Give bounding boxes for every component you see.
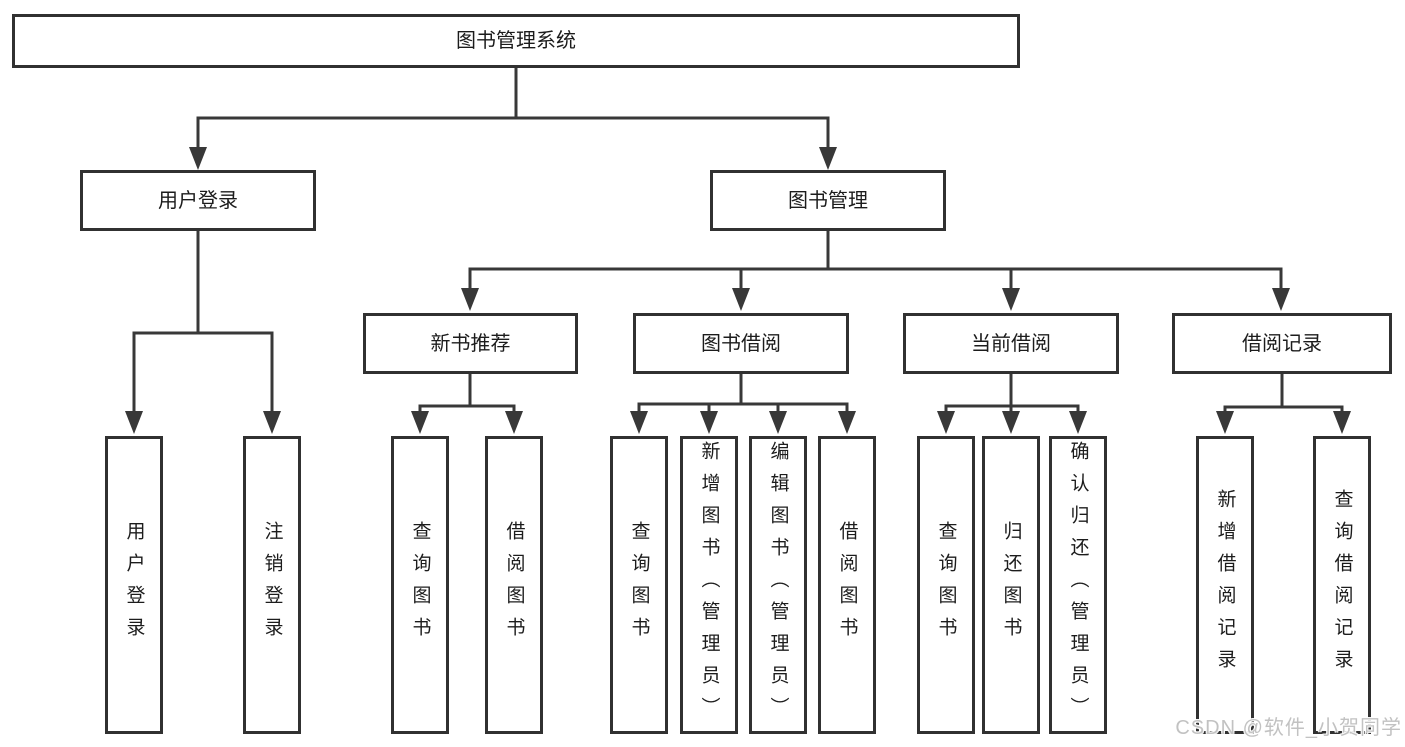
node-label: 图书管理系统: [456, 30, 576, 52]
node-root-library-system: 图书管理系统: [12, 14, 1020, 68]
leaf-current-confirm-return-admin: 确认归还（管理员）: [1049, 436, 1107, 734]
leaf-user-login: 用户登录: [105, 436, 163, 734]
node-book-management: 图书管理: [710, 170, 946, 231]
node-label: 当前借阅: [971, 332, 1051, 355]
leaf-recommend-borrow-book: 借阅图书: [485, 436, 543, 734]
leaf-current-query-book: 查询图书: [917, 436, 975, 734]
node-label: 查询图书: [409, 521, 431, 649]
leaf-logout-login: 注销登录: [243, 436, 301, 734]
leaf-borrow-query-book: 查询图书: [610, 436, 668, 734]
leaf-borrow-edit-book-admin: 编辑图书（管理员）: [749, 436, 807, 734]
node-new-book-recommend: 新书推荐: [363, 313, 578, 374]
leaf-borrow-add-book-admin: 新增图书（管理员）: [680, 436, 738, 734]
node-user-login: 用户登录: [80, 170, 316, 231]
leaf-recommend-query-book: 查询图书: [391, 436, 449, 734]
node-label: 查询图书: [935, 521, 957, 649]
leaf-borrow-borrow-book: 借阅图书: [818, 436, 876, 734]
leaf-records-add-record: 新增借阅记录: [1196, 436, 1254, 734]
node-label: 注销登录: [261, 521, 283, 649]
node-label: 借阅记录: [1242, 332, 1322, 355]
node-label: 借阅图书: [836, 521, 858, 649]
node-label: 查询图书: [628, 521, 650, 649]
node-label: 图书管理: [788, 189, 868, 212]
node-label: 新书推荐: [430, 332, 511, 355]
csdn-watermark: CSDN @软件_小贺同学: [1175, 717, 1402, 739]
node-book-borrow: 图书借阅: [633, 313, 849, 374]
node-label: 图书借阅: [701, 332, 781, 355]
node-label: 编辑图书（管理员）: [767, 441, 789, 729]
node-label: 用户登录: [123, 521, 145, 649]
leaf-records-query-record: 查询借阅记录: [1313, 436, 1371, 734]
node-label: 确认归还（管理员）: [1067, 441, 1089, 729]
node-label: 新增借阅记录: [1214, 489, 1236, 681]
leaf-current-return-book: 归还图书: [982, 436, 1040, 734]
node-label: 借阅图书: [503, 521, 525, 649]
node-borrow-records: 借阅记录: [1172, 313, 1392, 374]
node-label: 新增图书（管理员）: [698, 441, 720, 729]
node-current-borrow: 当前借阅: [903, 313, 1119, 374]
node-label: 查询借阅记录: [1331, 489, 1353, 681]
node-label: 用户登录: [158, 189, 238, 212]
node-label: 归还图书: [1000, 521, 1022, 649]
